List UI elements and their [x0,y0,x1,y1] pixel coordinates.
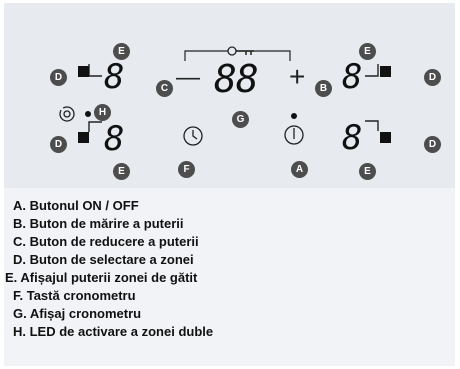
legend-item: F. Tastă cronometru [13,288,136,303]
legend-item: G. Afișaj cronometru [13,306,142,321]
zone-select-bottom-right-button[interactable] [380,132,391,143]
marker-d-bottom-left: D [50,136,67,153]
legend-item: E. Afișajul puterii zonei de gătit [5,270,198,285]
legend-item: D. Buton de selectare a zonei [13,252,194,267]
marker-g: G [232,111,249,128]
timer-display: 88 [214,57,259,101]
marker-c: C [156,80,173,97]
marker-e-top-left: E [113,43,130,60]
dual-ring-icon[interactable] [57,104,77,124]
dual-zone-led [85,111,91,117]
legend-item: B. Buton de mărire a puterii [13,216,184,231]
marker-d-top-left: D [50,69,67,86]
marker-e-top-right: E [359,43,376,60]
zone-display-bottom-right: 8 [342,118,363,158]
zone-display-top-left: 8 [104,57,125,97]
zone-select-top-left-button[interactable] [78,66,89,77]
legend-item: C. Buton de reducere a puterii [13,234,199,249]
legend-item: H. LED de activare a zonei duble [13,324,214,339]
marker-h: H [94,104,111,121]
legend: A. Butonul ON / OFF B. Buton de mărire a… [4,188,455,366]
power-decrease-button[interactable]: — [176,64,200,91]
marker-d-bottom-right: D [424,136,441,153]
legend-item: A. Butonul ON / OFF [13,198,139,213]
zone-select-bottom-left-button[interactable] [78,132,89,143]
clock-icon[interactable] [182,125,204,147]
marker-d-top-right: D [424,69,441,86]
key-lock-icon[interactable] [226,45,258,59]
zone-display-bottom-left: 8 [104,119,125,159]
zone-select-top-right-button[interactable] [380,66,391,77]
hob-control-panel: 8 8 8 8 88 — + E D C G B E D H D D F A E… [4,3,455,188]
marker-b: B [315,80,332,97]
marker-e-bottom-left: E [113,163,130,180]
marker-a: A [291,161,308,178]
power-icon[interactable] [283,123,305,147]
marker-f: F [178,161,195,178]
marker-e-bottom-right: E [359,163,376,180]
zone-display-top-right: 8 [342,57,363,97]
power-led [291,113,297,119]
power-increase-button[interactable]: + [289,61,306,92]
